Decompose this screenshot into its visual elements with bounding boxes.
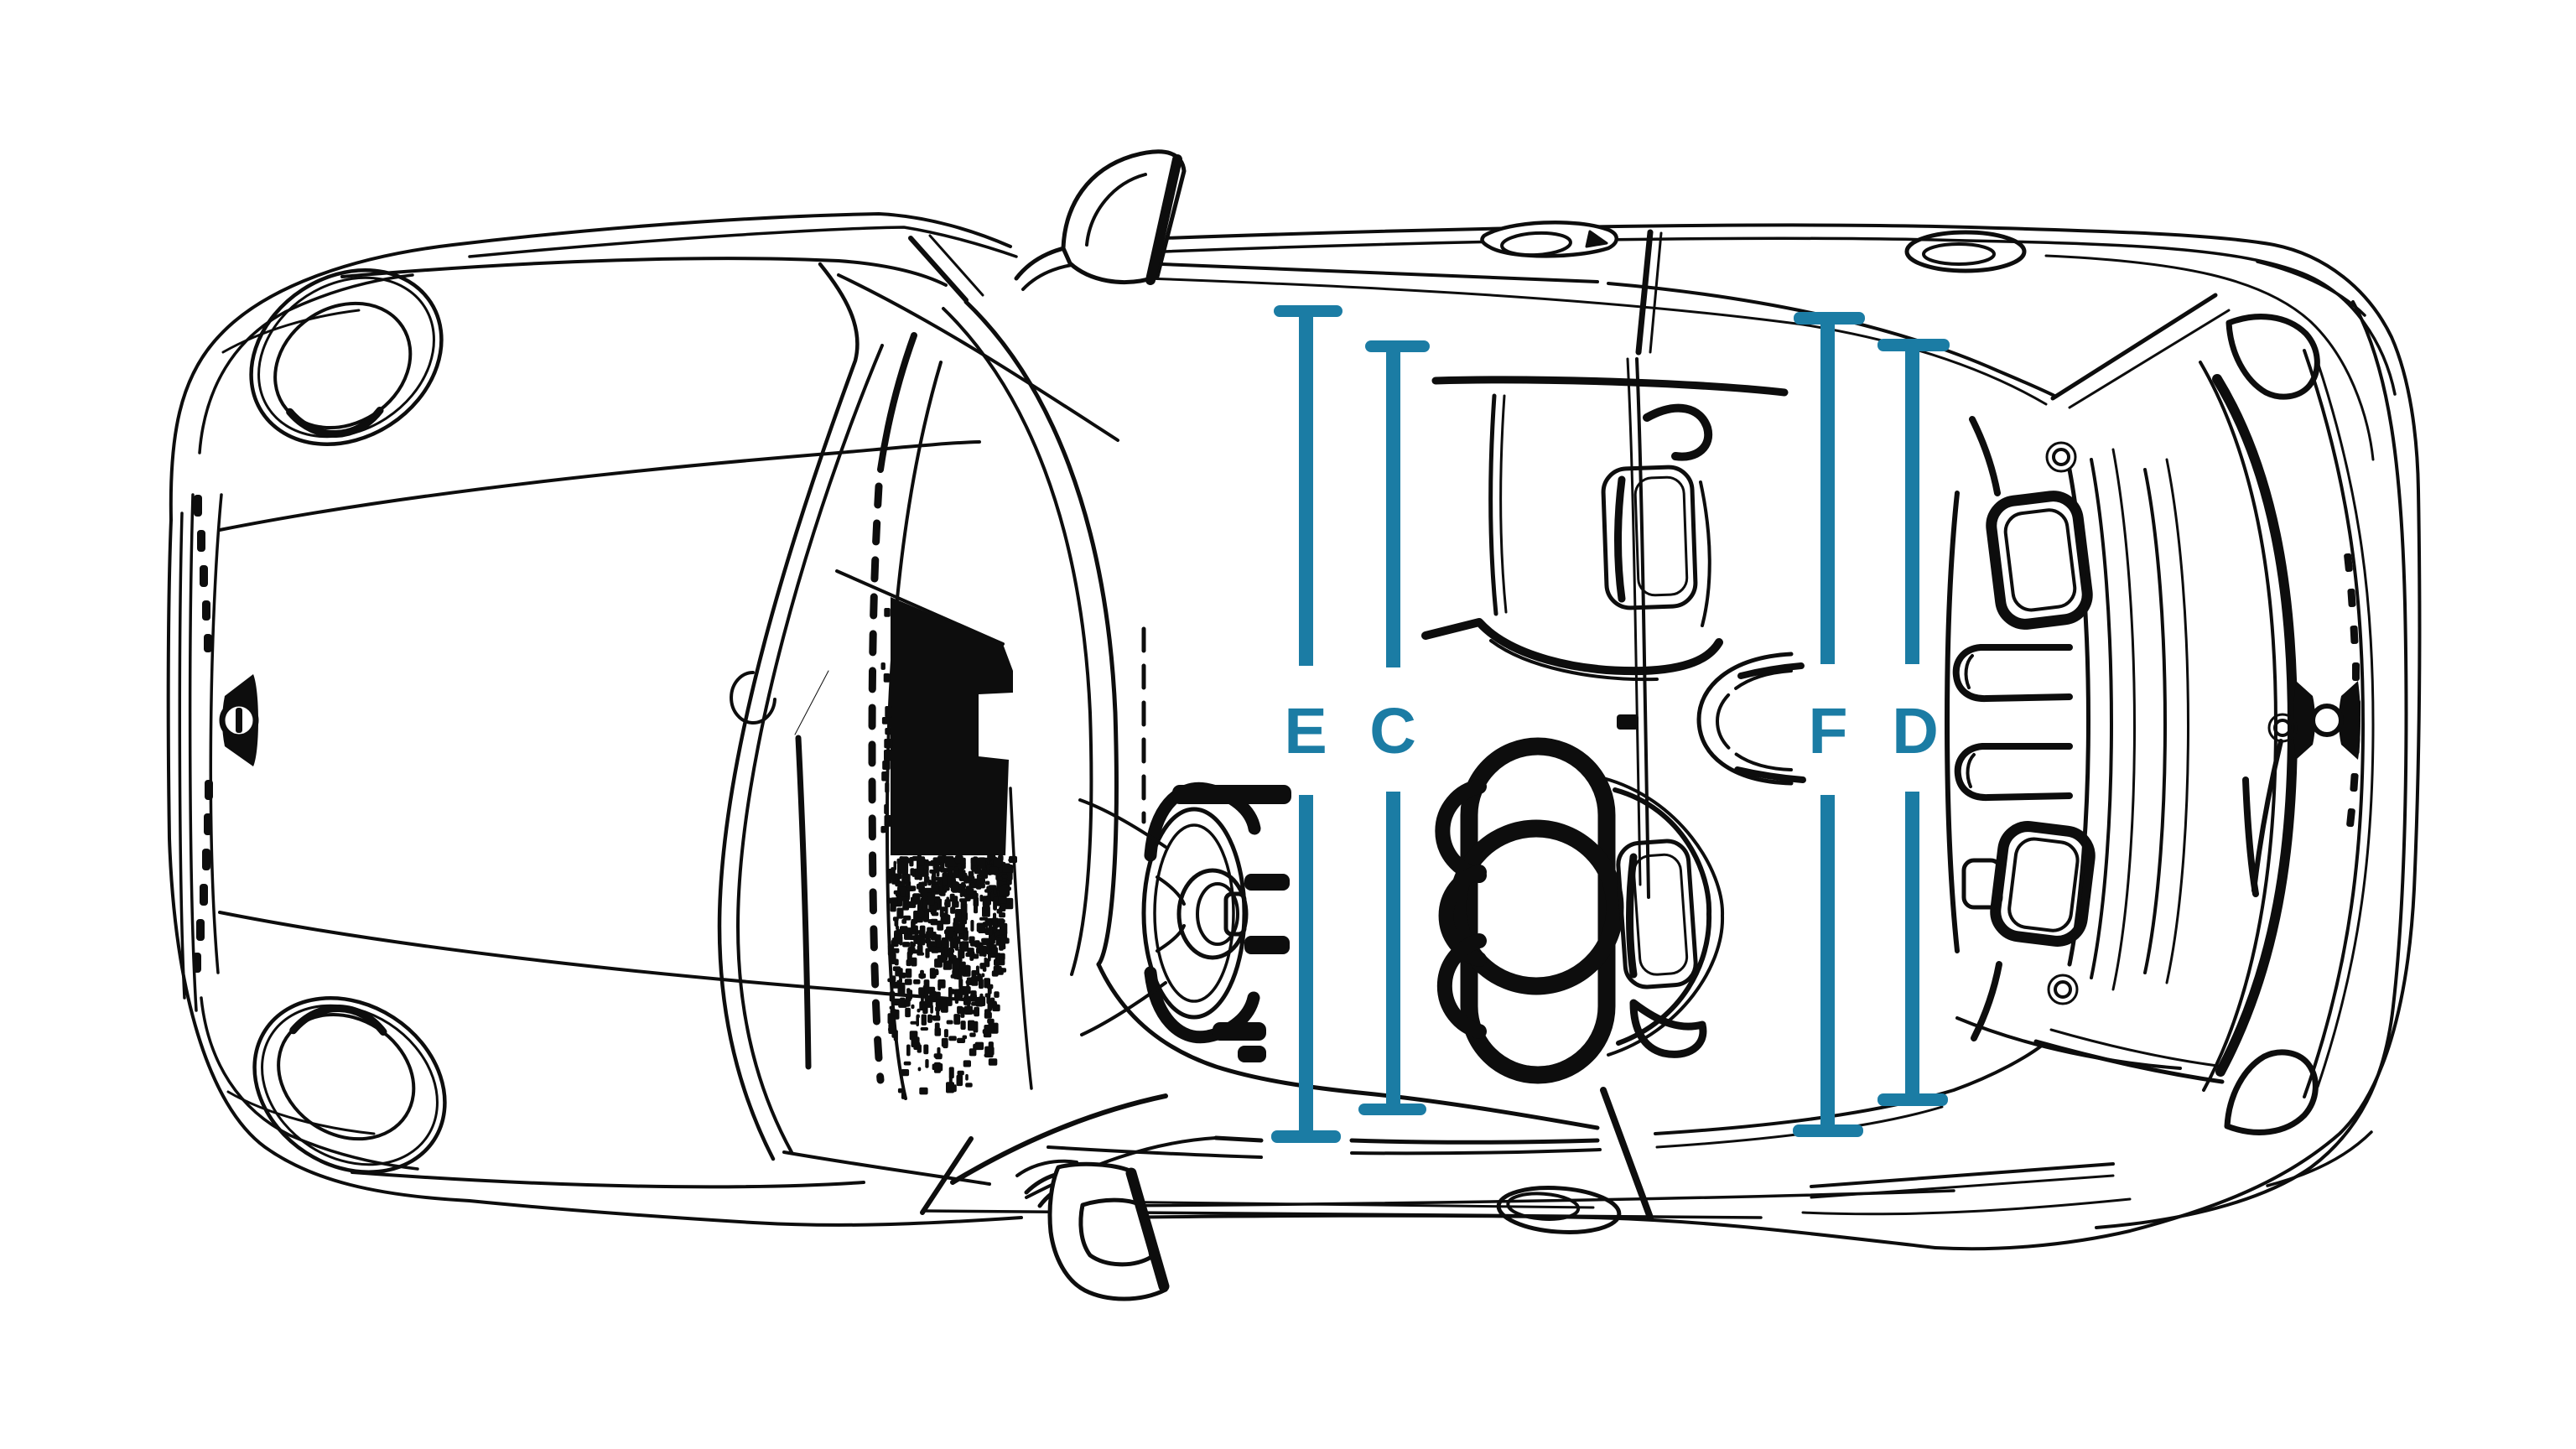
svg-text:F: F bbox=[1808, 695, 1847, 767]
svg-text:C: C bbox=[1369, 695, 1416, 767]
svg-text:D: D bbox=[1892, 695, 1939, 767]
svg-text:E: E bbox=[1284, 695, 1327, 767]
